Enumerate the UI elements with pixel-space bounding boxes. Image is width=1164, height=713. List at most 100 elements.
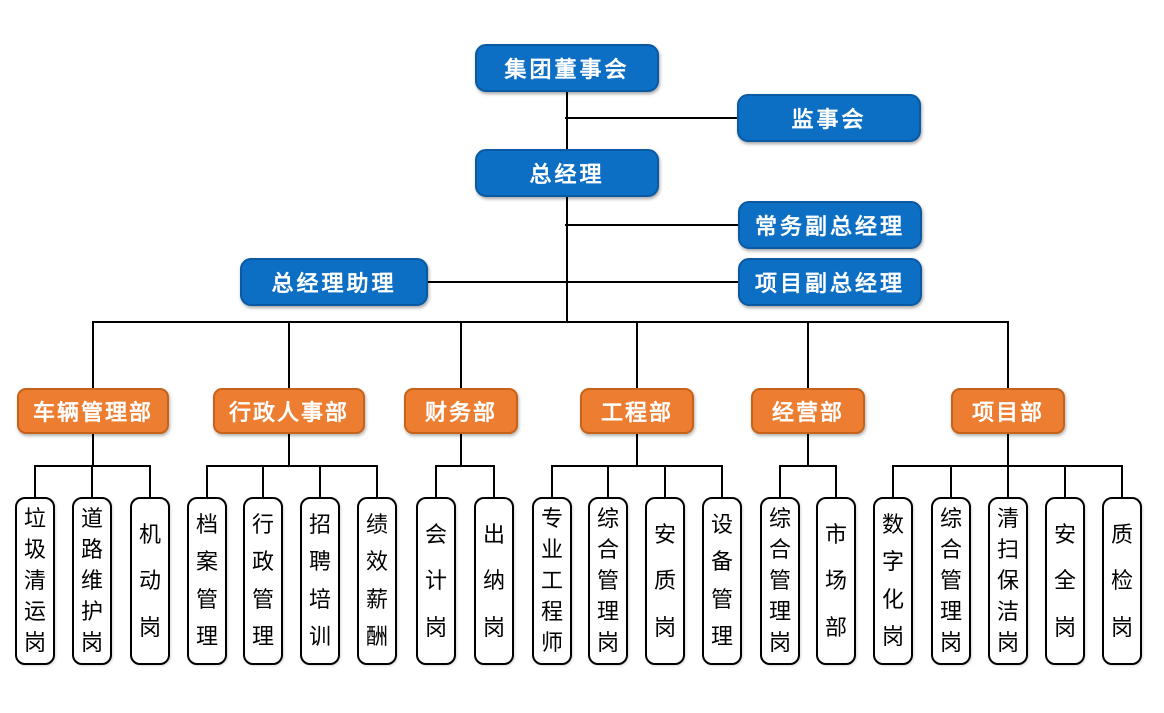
position-label: 专业工程师 [540, 506, 563, 655]
position-label: 道路维护岗 [80, 506, 103, 655]
position-label: 综合管理岗 [596, 506, 619, 655]
position-label: 综合管理岗 [939, 506, 962, 655]
position-label: 会计岗 [424, 521, 447, 640]
connector [1064, 466, 1066, 497]
position-label: 设备管理 [710, 512, 733, 649]
position-box: 道路维护岗 [72, 497, 112, 665]
position-box: 安全岗 [1045, 497, 1085, 665]
position-box: 会计岗 [416, 497, 456, 665]
connector [636, 433, 638, 466]
connector [807, 321, 809, 388]
connector [34, 466, 36, 497]
connector [149, 466, 151, 497]
position-label: 机动岗 [138, 521, 161, 640]
connector [566, 197, 568, 323]
position-box: 绩效薪酬 [357, 497, 397, 665]
position-box: 设备管理 [702, 497, 742, 665]
connector [1007, 466, 1009, 497]
position-box: 招聘培训 [300, 497, 340, 665]
node-gm-assistant: 总经理助理 [240, 258, 428, 306]
connector [566, 92, 568, 150]
node-label: 工程部 [600, 400, 673, 425]
position-box: 档案管理 [187, 497, 227, 665]
connector [288, 321, 290, 388]
connector [1121, 466, 1123, 497]
node-project-deputy-gm: 项目副总经理 [738, 258, 922, 306]
connector [779, 466, 781, 497]
connector [664, 466, 666, 497]
position-label: 安质岗 [653, 521, 676, 640]
position-box: 专业工程师 [532, 497, 572, 665]
position-box: 质检岗 [1102, 497, 1142, 665]
position-box: 安质岗 [645, 497, 685, 665]
node-label: 总经理助理 [271, 271, 397, 296]
position-label: 招聘培训 [308, 512, 331, 649]
connector [607, 466, 609, 497]
connector [319, 466, 321, 497]
position-box: 清扫保洁岗 [988, 497, 1028, 665]
position-label: 垃圾清运岗 [23, 506, 46, 655]
position-box: 行政管理 [243, 497, 283, 665]
node-label: 集团董事会 [504, 57, 630, 82]
connector [460, 321, 462, 388]
position-label: 市场部 [824, 521, 847, 640]
position-label: 综合管理岗 [768, 506, 791, 655]
node-label: 总经理 [529, 162, 605, 187]
position-box: 综合管理岗 [931, 497, 971, 665]
node-dept-vehicle-management: 车辆管理部 [17, 388, 169, 434]
position-label: 绩效薪酬 [365, 512, 388, 649]
position-box: 机动岗 [130, 497, 170, 665]
connector [779, 465, 837, 467]
position-label: 安全岗 [1053, 521, 1076, 640]
connector [91, 466, 93, 497]
connector [807, 433, 809, 466]
connector [435, 466, 437, 497]
node-executive-deputy-gm: 常务副总经理 [738, 201, 922, 249]
connector [427, 281, 739, 283]
node-supervisory-board: 监事会 [737, 94, 921, 142]
position-label: 档案管理 [195, 512, 218, 649]
connector [565, 117, 738, 119]
node-label: 车辆管理部 [32, 400, 153, 425]
position-label: 出纳岗 [482, 521, 505, 640]
connector [288, 433, 290, 466]
position-box: 出纳岗 [474, 497, 514, 665]
connector [435, 465, 495, 467]
position-label: 数字化岗 [881, 512, 904, 649]
node-label: 监事会 [791, 107, 867, 132]
node-label: 项目副总经理 [754, 271, 905, 296]
connector [206, 465, 378, 467]
connector [92, 321, 94, 388]
position-label: 行政管理 [251, 512, 274, 649]
position-box: 垃圾清运岗 [15, 497, 55, 665]
node-dept-admin-hr: 行政人事部 [213, 388, 365, 434]
node-general-manager: 总经理 [475, 149, 659, 197]
node-board-of-directors: 集团董事会 [475, 44, 659, 92]
connector [565, 224, 739, 226]
connector [92, 433, 94, 466]
node-dept-project: 项目部 [951, 388, 1065, 434]
connector [1007, 433, 1009, 466]
position-box: 综合管理岗 [760, 497, 800, 665]
connector [493, 466, 495, 497]
connector [892, 466, 894, 497]
position-box: 市场部 [816, 497, 856, 665]
position-box: 综合管理岗 [588, 497, 628, 665]
connector [262, 466, 264, 497]
connector [376, 466, 378, 497]
connector [551, 466, 553, 497]
node-label: 常务副总经理 [754, 214, 905, 239]
connector [721, 466, 723, 497]
node-label: 财务部 [424, 400, 497, 425]
connector [950, 466, 952, 497]
position-box: 数字化岗 [873, 497, 913, 665]
connector [460, 433, 462, 466]
node-label: 行政人事部 [228, 400, 349, 425]
connector [206, 466, 208, 497]
connector [835, 466, 837, 497]
node-label: 项目部 [971, 400, 1044, 425]
connector [551, 465, 723, 467]
node-dept-engineering: 工程部 [580, 388, 694, 434]
node-dept-finance: 财务部 [404, 388, 518, 434]
